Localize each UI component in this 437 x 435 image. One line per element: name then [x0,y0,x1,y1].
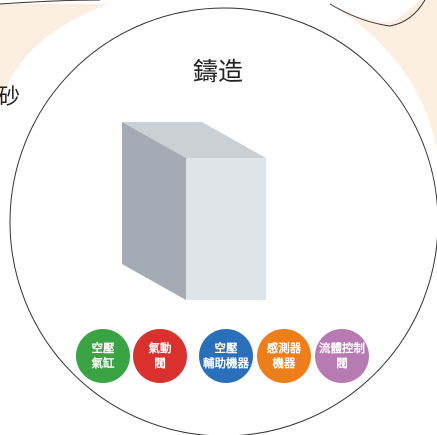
cube-side-face [186,158,266,300]
svg-text:閥: 閥 [336,356,348,370]
svg-text:機器: 機器 [273,356,296,370]
badge-pneumatic-cylinder: 空壓 氣缸 [76,329,130,383]
svg-text:輔助機器: 輔助機器 [203,356,249,370]
diagram-title: 鑄造 [193,57,243,86]
neighbor-segment-background-right [330,0,437,150]
badge-pneumatic-valve: 氣動 閥 [133,329,187,383]
svg-text:氣缸: 氣缸 [92,356,115,370]
cube-front-face [122,122,186,300]
svg-text:氣動: 氣動 [149,341,172,355]
neighbor-arc-right [329,0,426,27]
svg-text:空壓: 空壓 [215,341,238,355]
badge-sensor-equipment: 感測器 機器 [257,329,311,383]
badge-fluid-control-valve: 流體控制 閥 [315,329,369,383]
svg-text:流體控制: 流體控制 [319,341,365,355]
svg-text:閥: 閥 [154,356,166,370]
svg-text:感測器: 感測器 [267,341,302,355]
svg-text:空壓: 空壓 [92,341,115,355]
neighbor-segment-background [0,4,108,108]
cube-icon [122,122,266,300]
badge-air-auxiliary-equipment: 空壓 輔助機器 [199,329,253,383]
neighbor-text-fragment: 砂 [0,85,20,110]
neighbor-arc-left [0,0,101,5]
cube-top-face [122,122,266,158]
